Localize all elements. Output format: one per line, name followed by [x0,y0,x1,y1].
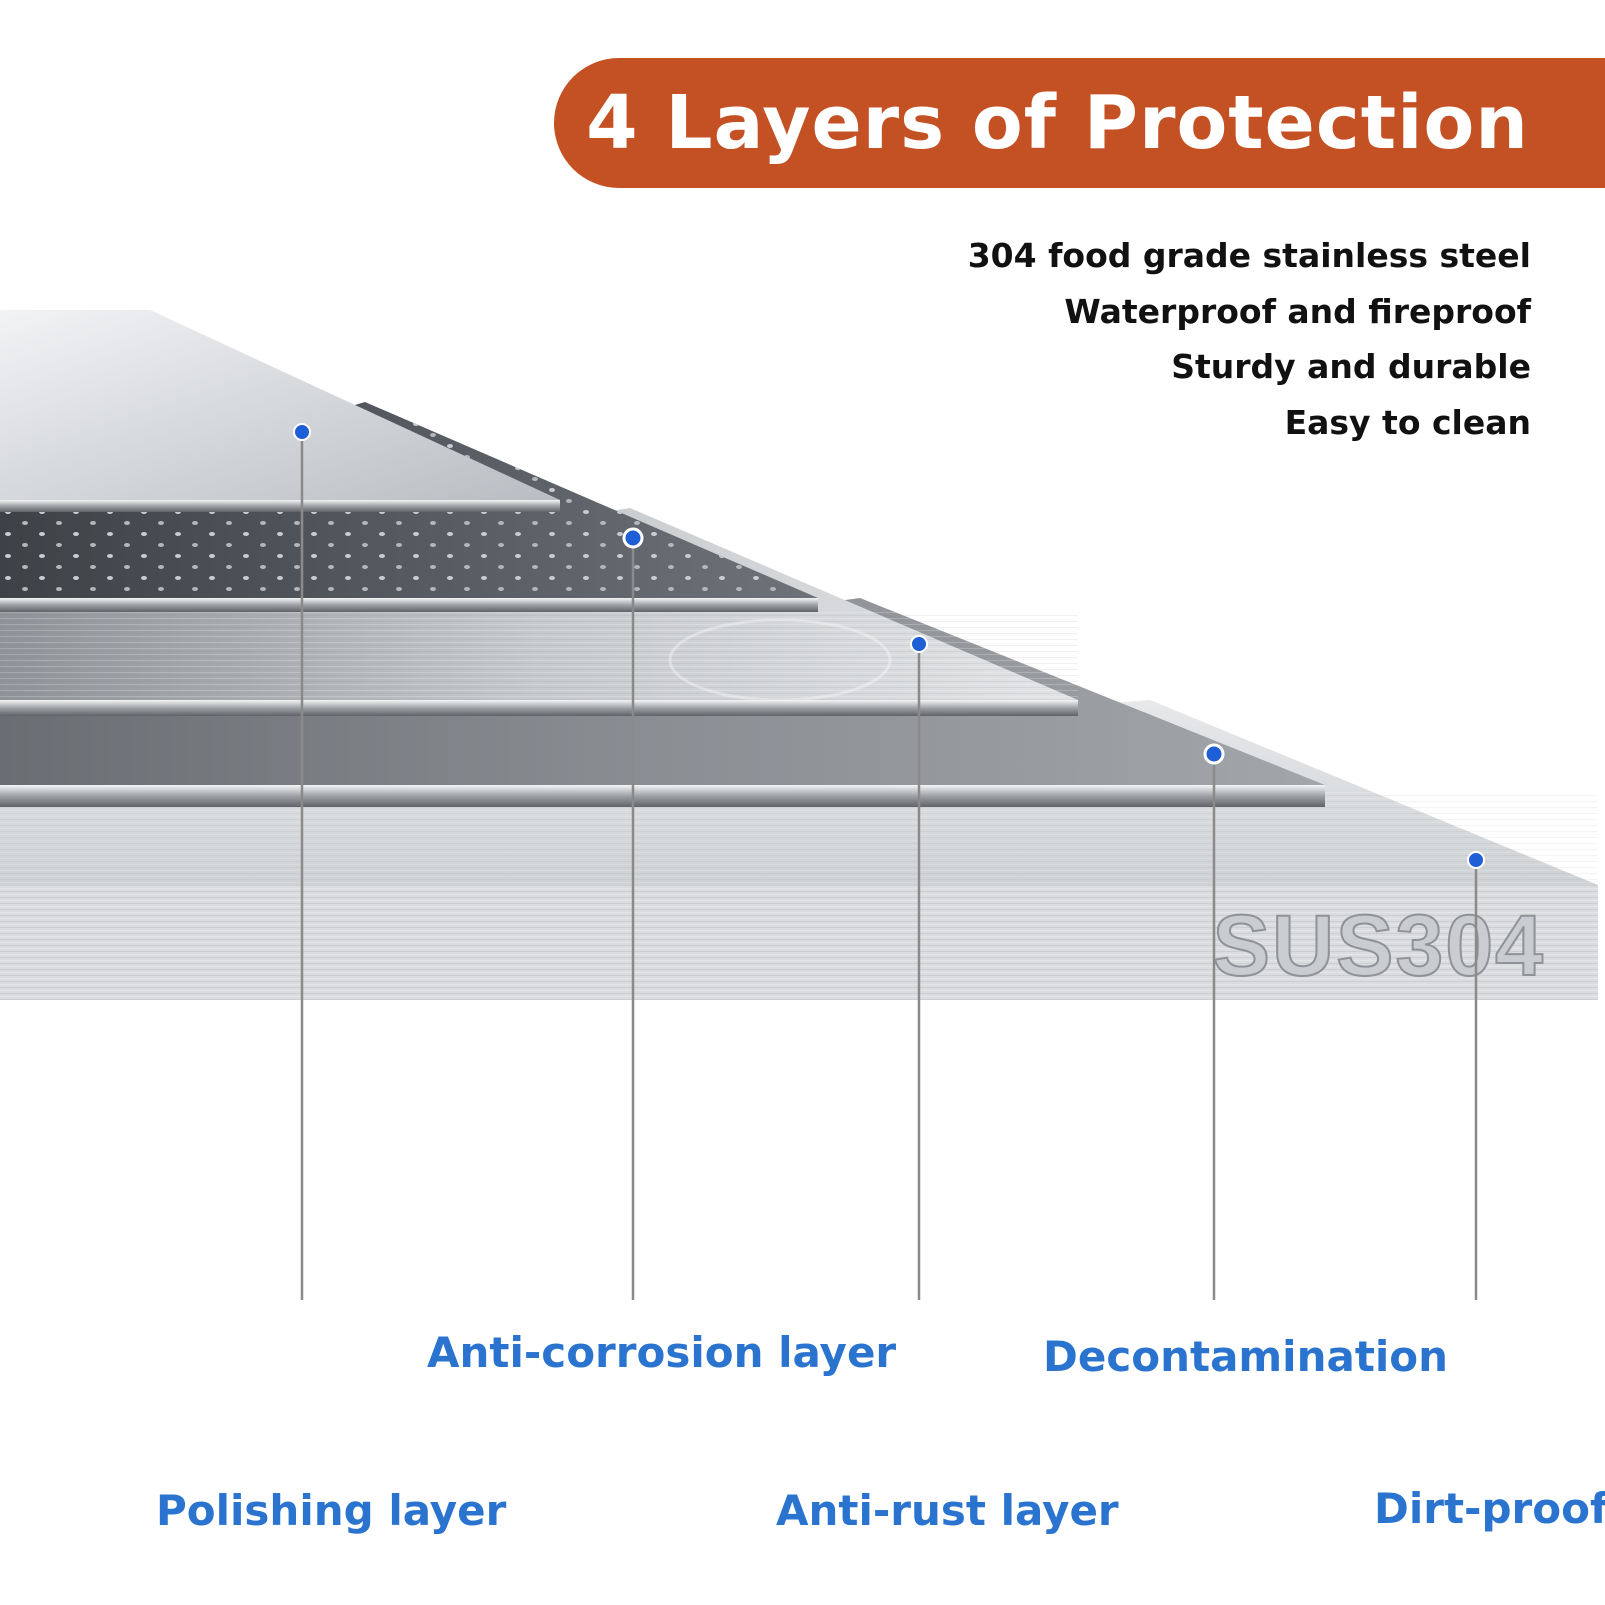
feature-list: 304 food grade stainless steel Waterproo… [831,228,1531,450]
callout-polishing [293,423,311,1300]
callout-dirt-proof [1467,851,1485,1300]
base-plate-front-brush [0,885,1598,1000]
feature-item: Easy to clean [1284,402,1531,442]
label-polishing-layer: Polishing layer [156,1486,507,1535]
label-anti-rust-layer: Anti-rust layer [776,1486,1119,1535]
callout-dot [910,635,928,653]
callout-anti-rust [910,635,928,1300]
callout-dot [1203,743,1225,765]
callout-decontamination [1203,743,1225,1300]
title-banner: 4 Layers of Protection [554,58,1605,188]
callout-anti-corrosion [622,527,644,1300]
callout-dot [293,423,311,441]
label-dirt-proof: Dirt-proof [1374,1484,1605,1533]
polished-plate-edge [0,500,560,512]
feature-item: Waterproof and fireproof [1064,291,1531,331]
grain-plate-edge [0,785,1325,807]
polished-plate-top [0,310,560,500]
label-anti-corrosion-layer: Anti-corrosion layer [427,1328,897,1377]
feature-item: 304 food grade stainless steel [967,236,1531,275]
feature-item: Sturdy and durable [1171,347,1531,386]
callout-dot [1467,851,1485,869]
dotted-plate-edge [0,598,818,612]
banner-title: 4 Layers of Protection [586,80,1529,166]
brushed-plate-brush [0,612,1078,700]
callout-dot [622,527,644,549]
brushed-plate-edge [0,700,1078,716]
plate-mark: SUS304 [1213,898,1545,994]
label-decontamination: Decontamination [1043,1332,1449,1381]
